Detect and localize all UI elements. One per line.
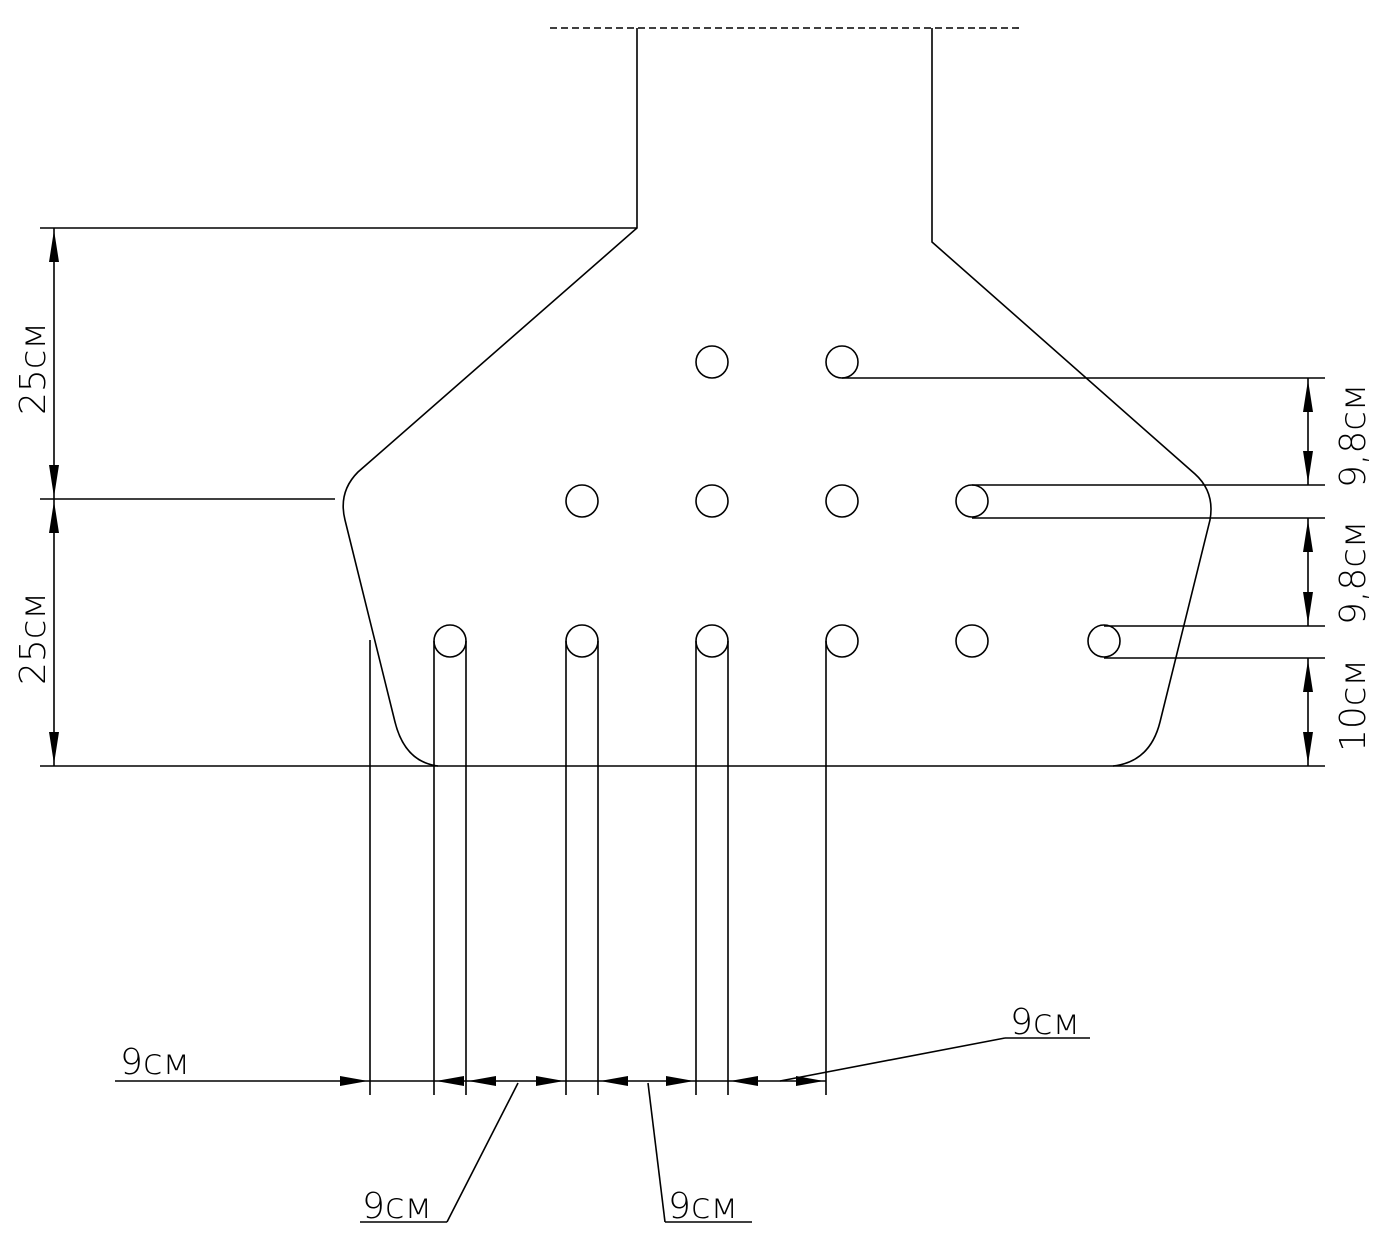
left-dimension-chain — [40, 227, 637, 767]
bottom-extension-lines — [369, 640, 827, 1095]
dim-bottom-4: 9см — [1010, 1002, 1080, 1043]
rebar-bot-4 — [825, 624, 859, 658]
rebar-bot-6 — [1087, 624, 1121, 658]
rebar-mid-4 — [955, 484, 989, 518]
rebar-holes — [433, 345, 1121, 658]
rebar-bot-2 — [565, 624, 599, 658]
dim-bottom-3: 9см — [668, 1186, 738, 1227]
right-dimension-chain — [842, 377, 1325, 767]
rebar-bot-1 — [433, 624, 467, 658]
rebar-top-2 — [825, 345, 859, 379]
dim-right-middle: 9,8см — [1333, 521, 1374, 625]
rebar-bot-3 — [695, 624, 729, 658]
dim-right-bottom: 10см — [1333, 659, 1374, 752]
rebar-mid-1 — [565, 484, 599, 518]
dim-left-upper: 25см — [13, 322, 54, 415]
rebar-top-1 — [695, 345, 729, 379]
dim-bottom-2: 9см — [362, 1186, 432, 1227]
rebar-mid-3 — [825, 484, 859, 518]
dim-bottom-1: 9см — [120, 1042, 190, 1083]
dim-left-lower: 25см — [13, 592, 54, 685]
dim-right-top: 9,8см — [1333, 384, 1374, 488]
rebar-mid-2 — [695, 484, 729, 518]
rebar-bot-5 — [955, 624, 989, 658]
cap-outline — [342, 28, 1212, 767]
bottom-dimension-chain — [115, 1037, 1090, 1223]
